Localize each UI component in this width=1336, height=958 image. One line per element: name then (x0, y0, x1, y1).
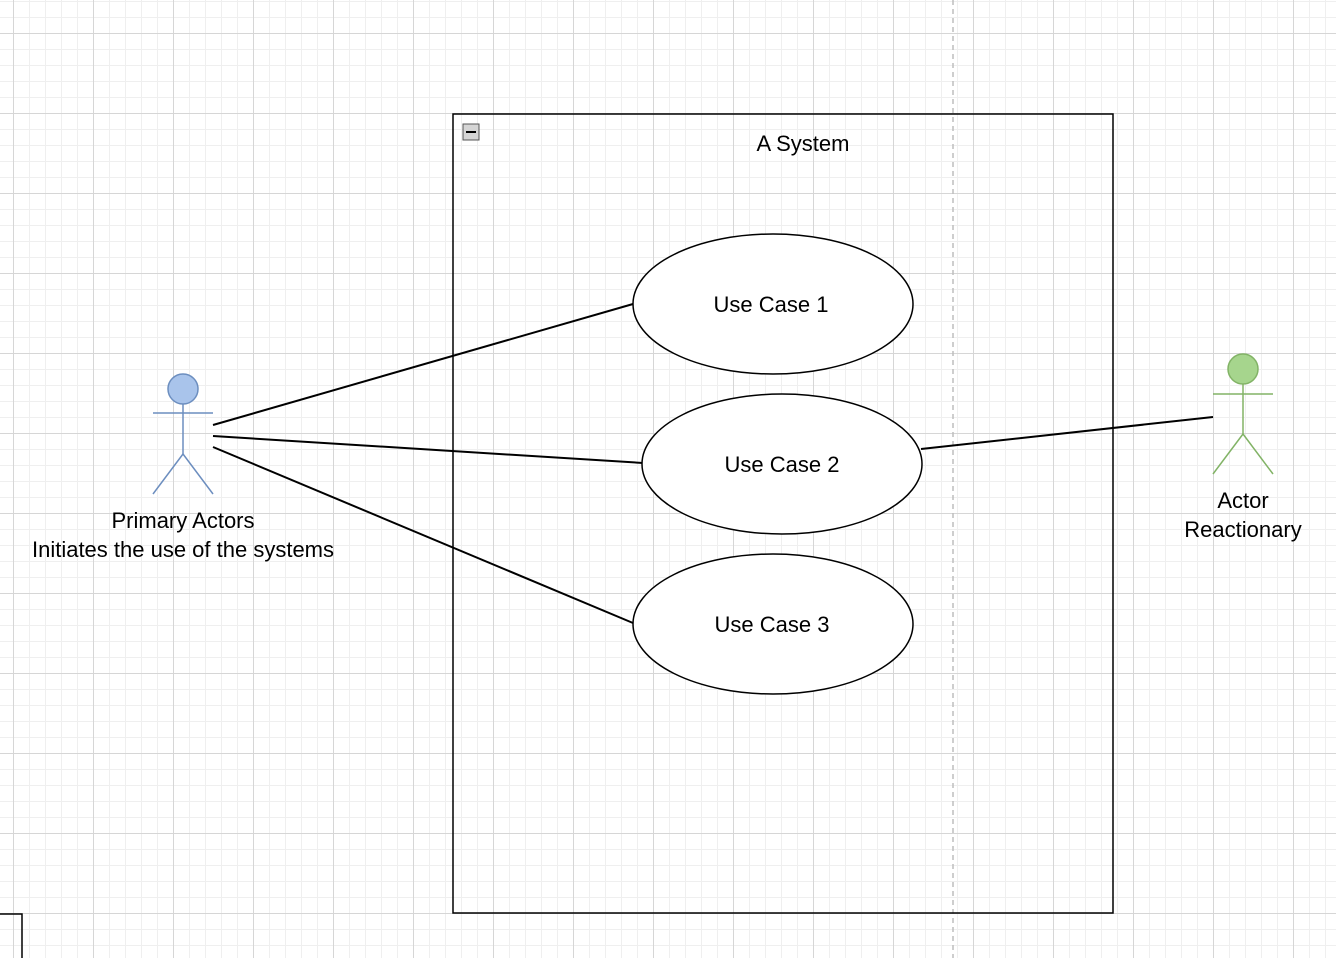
actor-figure-icon[interactable] (1212, 353, 1274, 475)
system-title: A System (757, 131, 850, 156)
partial-shape[interactable] (0, 913, 23, 958)
primary-actor-name: Primary Actors (111, 508, 254, 533)
use-case-label: Use Case 3 (715, 612, 830, 637)
use-case-1[interactable]: Use Case 1 (632, 233, 914, 375)
minus-box-icon[interactable] (462, 123, 480, 141)
primary-actor[interactable]: Primary Actors Initiates the use of the … (32, 373, 334, 562)
use-case-2[interactable]: Use Case 2 (641, 393, 923, 535)
use-case-label: Use Case 1 (714, 292, 829, 317)
use-case-3[interactable]: Use Case 3 (632, 553, 914, 695)
association-primary-uc2[interactable] (212, 435, 644, 464)
secondary-actor[interactable]: Actor Reactionary (1184, 353, 1302, 542)
use-case-label: Use Case 2 (725, 452, 840, 477)
associations (212, 303, 1214, 624)
actor-figure-icon[interactable] (152, 373, 214, 495)
association-uc2-secondary[interactable] (920, 416, 1214, 450)
association-primary-uc1[interactable] (212, 303, 634, 426)
system-frame[interactable] (452, 113, 1114, 914)
association-primary-uc3[interactable] (212, 446, 634, 624)
primary-actor-description: Initiates the use of the systems (32, 537, 334, 562)
secondary-actor-description: Reactionary (1184, 517, 1301, 542)
system-boundary[interactable]: A System (452, 113, 1114, 914)
secondary-actor-name: Actor (1217, 488, 1268, 513)
